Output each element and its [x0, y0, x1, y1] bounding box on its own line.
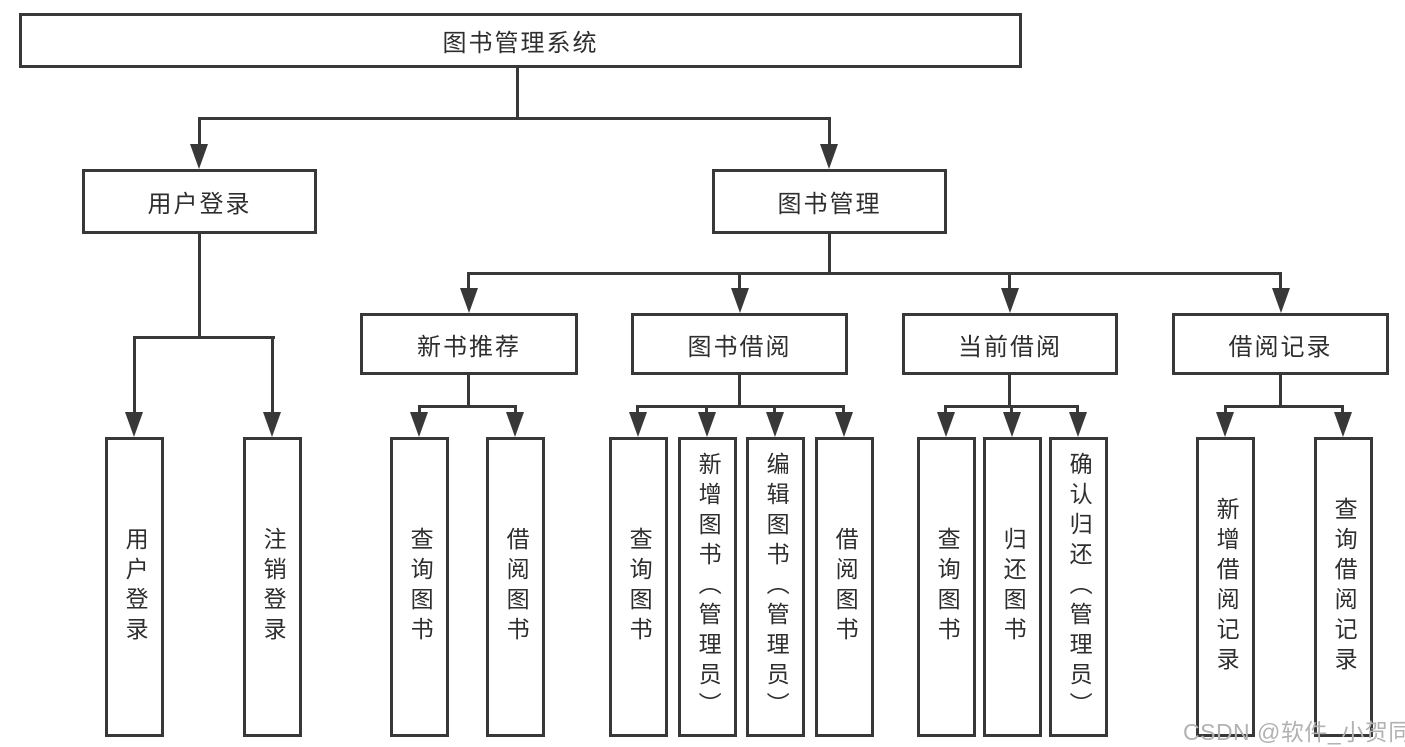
leaf-edit-book-admin-label: 编辑图书（管理员）: [763, 452, 790, 722]
connector-line: [1279, 272, 1282, 292]
connector-line: [705, 405, 708, 416]
node-current-borrow: 当前借阅: [902, 313, 1118, 375]
arrow-down-icon: [460, 288, 478, 313]
leaf-confirm-return-admin-label: 确认归还（管理员）: [1066, 452, 1093, 722]
leaf-logout-label: 注销登录: [260, 527, 287, 647]
leaf-query-books-borrow-label: 查询图书: [626, 527, 653, 647]
leaf-query-borrow-record-label: 查询借阅记录: [1331, 497, 1358, 677]
leaf-borrow-books-recommend: 借阅图书: [486, 437, 545, 737]
arrow-down-icon: [1216, 412, 1234, 437]
node-borrow-records-label: 借阅记录: [1228, 333, 1333, 361]
leaf-return-book-label: 归还图书: [1000, 527, 1027, 647]
node-book-borrow: 图书借阅: [631, 313, 848, 375]
leaf-add-borrow-record: 新增借阅记录: [1196, 437, 1255, 737]
connector-line: [198, 117, 201, 147]
connector-line: [1279, 375, 1282, 407]
connector-line: [467, 272, 1282, 275]
connector-line: [198, 234, 201, 338]
arrow-down-icon: [410, 412, 428, 437]
connector-line: [636, 405, 639, 416]
node-book-management-label: 图书管理: [777, 191, 882, 218]
arrow-down-icon: [125, 412, 143, 437]
connector-line: [516, 68, 519, 118]
leaf-user-login-label: 用户登录: [122, 527, 149, 647]
arrow-down-icon: [1001, 288, 1019, 313]
node-root: 图书管理系统: [19, 13, 1022, 68]
leaf-query-books-current-label: 查询图书: [934, 527, 961, 647]
connector-line: [198, 117, 831, 120]
node-current-borrow-label: 当前借阅: [958, 333, 1062, 361]
connector-line: [828, 117, 831, 147]
connector-line: [738, 272, 741, 292]
connector-line: [636, 405, 845, 408]
node-borrow-records: 借阅记录: [1172, 313, 1389, 375]
arrow-down-icon: [506, 412, 524, 437]
node-book-management: 图书管理: [712, 169, 947, 234]
connector-line: [418, 405, 421, 416]
connector-line: [133, 336, 275, 339]
node-book-borrow-label: 图书借阅: [687, 333, 792, 361]
arrow-down-icon: [1069, 412, 1087, 437]
connector-line: [1008, 375, 1011, 407]
connector-line: [514, 405, 517, 416]
node-new-book-recommend: 新书推荐: [360, 313, 578, 375]
connector-line: [828, 234, 831, 274]
arrow-down-icon: [937, 412, 955, 437]
connector-line: [1076, 405, 1079, 416]
connector-line: [1224, 405, 1343, 408]
node-user-login-label: 用户登录: [147, 191, 252, 218]
arrow-down-icon: [698, 412, 716, 437]
arrow-down-icon: [263, 412, 281, 437]
connector-line: [271, 336, 274, 416]
leaf-query-books-recommend-label: 查询图书: [407, 527, 434, 647]
connector-line: [133, 336, 136, 416]
connector-line: [773, 405, 776, 416]
arrow-down-icon: [1334, 412, 1352, 437]
leaf-query-books-recommend: 查询图书: [390, 437, 449, 737]
leaf-borrow-books: 借阅图书: [815, 437, 874, 737]
connector-line: [1008, 272, 1011, 292]
leaf-add-book-admin-label: 新增图书（管理员）: [695, 452, 722, 722]
leaf-logout: 注销登录: [243, 437, 302, 737]
arrow-down-icon: [190, 144, 208, 169]
arrow-down-icon: [1272, 288, 1290, 313]
connector-line: [842, 405, 845, 416]
leaf-user-login: 用户登录: [105, 437, 164, 737]
leaf-query-borrow-record: 查询借阅记录: [1314, 437, 1373, 737]
leaf-add-borrow-record-label: 新增借阅记录: [1213, 497, 1240, 677]
connector-line: [1010, 405, 1013, 416]
leaf-borrow-books-recommend-label: 借阅图书: [503, 527, 530, 647]
arrow-down-icon: [766, 412, 784, 437]
node-new-book-recommend-label: 新书推荐: [417, 333, 521, 361]
connector-line: [944, 405, 947, 416]
csdn-watermark: CSDN @软件_小贺同学: [1183, 719, 1405, 745]
leaf-confirm-return-admin: 确认归还（管理员）: [1049, 437, 1108, 737]
connector-line: [418, 405, 517, 408]
leaf-query-books-borrow: 查询图书: [609, 437, 668, 737]
arrow-down-icon: [629, 412, 647, 437]
leaf-edit-book-admin: 编辑图书（管理员）: [746, 437, 805, 737]
leaf-borrow-books-label: 借阅图书: [832, 527, 859, 647]
connector-line: [1224, 405, 1227, 416]
leaf-return-book: 归还图书: [983, 437, 1042, 737]
leaf-add-book-admin: 新增图书（管理员）: [678, 437, 737, 737]
node-user-login: 用户登录: [82, 169, 317, 234]
connector-line: [738, 375, 741, 407]
leaf-query-books-current: 查询图书: [917, 437, 976, 737]
connector-line: [467, 272, 470, 292]
connector-line: [467, 375, 470, 407]
node-root-label: 图书管理系统: [442, 30, 599, 57]
arrow-down-icon: [1003, 412, 1021, 437]
arrow-down-icon: [731, 288, 749, 313]
connector-line: [1341, 405, 1344, 416]
arrow-down-icon: [835, 412, 853, 437]
arrow-down-icon: [820, 144, 838, 169]
